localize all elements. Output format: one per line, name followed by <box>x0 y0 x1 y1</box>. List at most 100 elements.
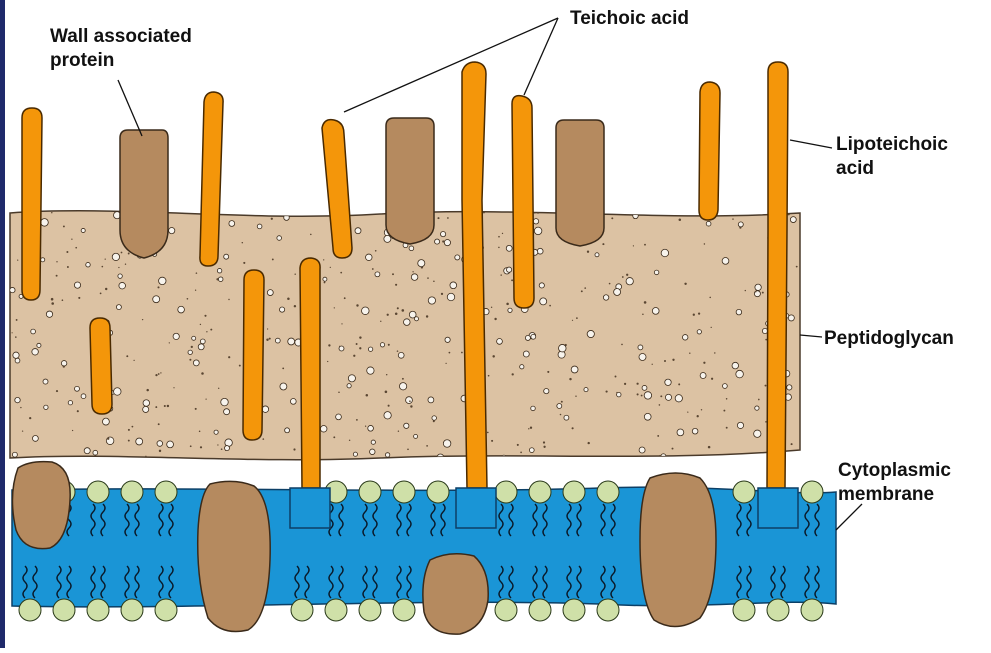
granule <box>559 344 567 352</box>
speckle <box>200 446 202 448</box>
granule <box>661 249 669 257</box>
speckle <box>745 290 746 291</box>
granule <box>12 452 17 457</box>
speckle <box>433 420 435 422</box>
granule <box>375 272 380 277</box>
speckle <box>228 299 229 300</box>
speckle <box>491 307 492 308</box>
speckle <box>338 392 340 394</box>
speckle <box>575 395 576 396</box>
granule <box>32 435 38 441</box>
speckle <box>157 286 159 288</box>
granule <box>371 440 375 444</box>
speckle <box>726 427 728 429</box>
label-lipoteichoic-line1: Lipoteichoic <box>836 134 948 155</box>
speckle <box>51 298 54 301</box>
speckle <box>709 297 711 299</box>
granule <box>68 401 72 405</box>
speckle <box>679 218 682 221</box>
lipid-head-bottom <box>767 599 789 621</box>
peptidoglycan-leader <box>800 335 822 337</box>
granule <box>370 449 376 455</box>
lipid-head-bottom <box>563 599 585 621</box>
granule <box>41 219 49 227</box>
speckle <box>386 374 387 375</box>
lipid-head-top <box>155 481 177 503</box>
lipid-head-top <box>801 481 823 503</box>
granule <box>447 293 455 301</box>
lipid-head-top <box>393 481 415 503</box>
speckle <box>16 319 18 321</box>
granule <box>531 406 536 411</box>
granule <box>224 446 229 451</box>
speckle <box>584 287 586 289</box>
speckle <box>506 303 509 306</box>
speckle <box>528 428 529 429</box>
granule <box>435 239 440 244</box>
speckle <box>340 272 342 274</box>
speckle <box>711 327 712 328</box>
membrane-protein-4 <box>640 473 716 627</box>
granule <box>665 379 671 385</box>
speckle <box>765 385 767 387</box>
lta-anchor-3 <box>758 488 798 528</box>
speckle <box>201 372 204 375</box>
speckle <box>102 266 104 268</box>
speckle <box>755 291 757 293</box>
lipid-head-top <box>427 481 449 503</box>
granule <box>529 448 534 453</box>
granule <box>188 350 192 354</box>
granule <box>218 277 223 282</box>
speckle <box>187 298 189 300</box>
teichoic-leader-2 <box>524 18 558 95</box>
granule <box>788 315 794 321</box>
speckle <box>282 367 284 369</box>
lta-anchor-2 <box>456 488 496 528</box>
granule <box>290 399 296 405</box>
speckle <box>310 234 312 236</box>
granule <box>285 428 290 433</box>
granule <box>404 423 409 428</box>
granule <box>37 343 41 347</box>
speckle <box>164 405 166 407</box>
granule <box>665 394 671 400</box>
granule <box>200 339 205 344</box>
speckle <box>287 298 290 301</box>
speckle <box>107 438 109 440</box>
granule <box>86 262 90 266</box>
granule <box>353 452 357 456</box>
granule <box>692 428 698 434</box>
teichoic-chain-5 <box>699 82 720 220</box>
speckle <box>356 304 358 306</box>
granule <box>455 255 460 260</box>
granule <box>61 361 67 367</box>
speckle <box>697 415 699 417</box>
speckle <box>128 440 130 442</box>
cytoplasmic-leader <box>836 504 862 530</box>
granule <box>15 397 20 402</box>
speckle <box>633 245 634 246</box>
granule <box>74 282 80 288</box>
speckle <box>160 372 161 373</box>
lipid-head-top <box>121 481 143 503</box>
speckle <box>356 419 358 421</box>
speckle <box>412 271 413 272</box>
granule <box>118 274 122 278</box>
granule <box>277 236 282 241</box>
granule <box>414 434 418 438</box>
speckle <box>796 266 798 268</box>
speckle <box>359 347 361 349</box>
speckle <box>294 305 296 307</box>
speckle <box>195 290 196 291</box>
speckle <box>641 395 643 397</box>
speckle <box>12 332 13 333</box>
speckle <box>745 212 747 214</box>
granule <box>153 296 160 303</box>
speckle <box>155 406 157 408</box>
granule <box>224 409 230 415</box>
wall-protein-leader <box>118 80 142 136</box>
speckle <box>243 262 245 264</box>
speckle <box>324 281 326 283</box>
speckle <box>239 365 241 367</box>
granule <box>368 347 372 351</box>
